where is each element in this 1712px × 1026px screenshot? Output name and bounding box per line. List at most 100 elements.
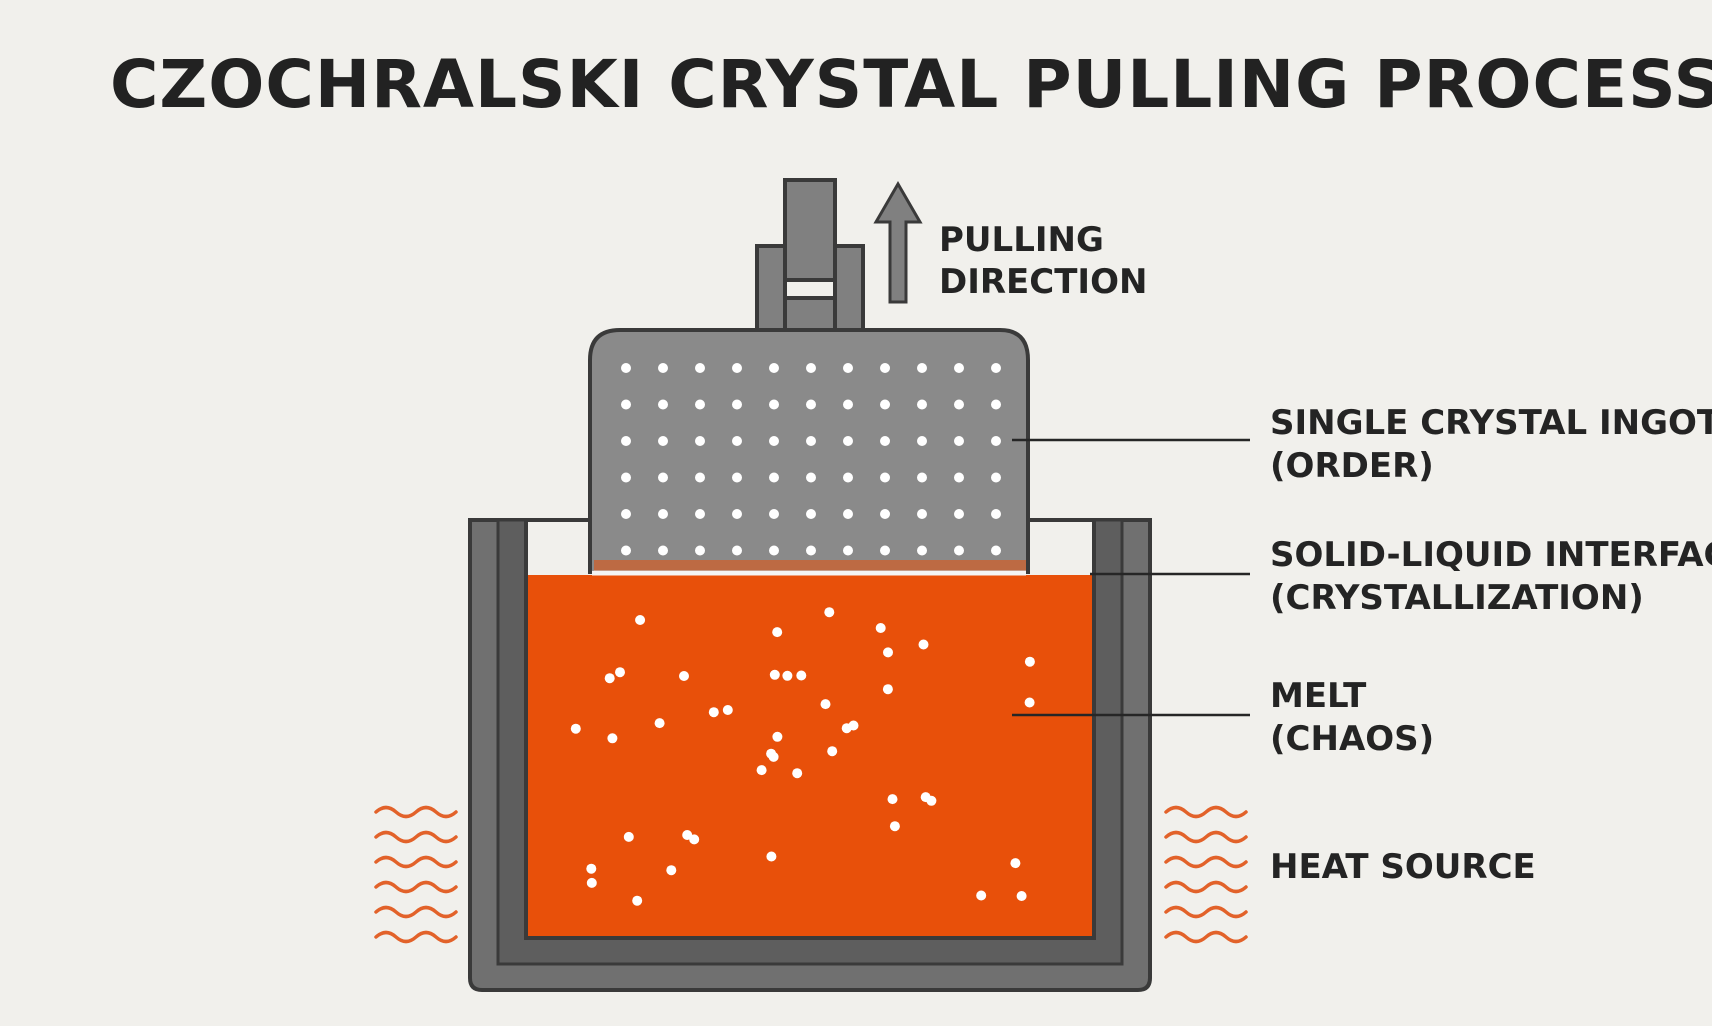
lattice-atom: [732, 472, 742, 483]
ingot-label-2: (ORDER): [1270, 446, 1434, 486]
lattice-atom: [621, 509, 631, 519]
melt-atom: [1024, 656, 1035, 667]
lattice-atom: [954, 436, 964, 446]
lattice-atom: [880, 436, 890, 446]
lattice-atom: [695, 399, 705, 410]
heat-waves-right: [1164, 805, 1248, 944]
lattice-atom: [769, 545, 779, 556]
heat-wave-icon: [374, 930, 458, 944]
heat-waves-left: [374, 805, 458, 944]
lattice-atom: [695, 509, 705, 519]
melt-atom: [682, 830, 693, 840]
lattice-atom: [843, 472, 853, 483]
heat-wave-icon: [374, 805, 458, 819]
lattice-atom: [806, 472, 816, 483]
lattice-atom: [769, 436, 779, 446]
solid-liquid-interface: [592, 560, 1026, 576]
melt-label-1: MELT: [1270, 676, 1367, 716]
lattice-atom: [954, 545, 964, 556]
melt-atom: [792, 768, 803, 779]
melt-atom: [772, 627, 783, 638]
lattice-atom: [917, 436, 927, 446]
melt-atom: [654, 718, 665, 729]
melt-atom: [889, 821, 900, 832]
heat-wave-icon: [1164, 830, 1248, 844]
melt-atom: [918, 639, 929, 650]
melt-atom: [570, 723, 581, 734]
lattice-atom: [917, 363, 927, 373]
melt-atom: [820, 699, 831, 710]
melt-atoms: [570, 607, 1035, 906]
lattice-atom: [991, 436, 1001, 446]
lattice-atom: [806, 509, 816, 519]
melt-atom: [766, 851, 777, 862]
melt-atom: [976, 890, 987, 901]
lattice-atom: [658, 472, 668, 483]
heat-wave-icon: [374, 905, 458, 919]
lattice-atom: [695, 436, 705, 446]
melt-atom: [635, 615, 646, 625]
melt-atom: [679, 671, 689, 681]
lattice-atom: [880, 545, 890, 556]
heat-wave-icon: [374, 880, 458, 894]
melt-atom: [772, 731, 783, 742]
lattice-atom: [732, 545, 742, 556]
melt-atom: [607, 733, 618, 744]
lattice-atom: [880, 363, 890, 373]
lattice-atom: [732, 436, 742, 446]
lattice-atom: [732, 363, 742, 373]
lattice-atom: [843, 363, 853, 373]
pulling-arrow-icon: [873, 181, 923, 304]
lattice-atom: [621, 545, 631, 556]
lattice-atom: [806, 545, 816, 556]
lattice-atom: [695, 363, 705, 373]
lattice-atom: [621, 399, 631, 410]
interface-label-2: (CRYSTALLIZATION): [1270, 578, 1644, 618]
melt-atom: [604, 673, 615, 684]
melt-atom: [615, 667, 625, 678]
lattice-atom: [658, 509, 668, 519]
heat-wave-icon: [1164, 855, 1248, 869]
melt-atom: [827, 746, 838, 757]
lattice-atom: [954, 509, 964, 519]
melt-atom: [623, 831, 634, 842]
melt-atom: [722, 705, 733, 715]
heat-source-label: HEAT SOURCE: [1270, 847, 1536, 887]
heat-wave-icon: [1164, 905, 1248, 919]
lattice-atom: [621, 472, 631, 483]
lattice-atom: [991, 472, 1001, 483]
melt: [528, 575, 1092, 936]
pull-rod: [755, 178, 865, 332]
lattice-atom: [732, 399, 742, 410]
lattice-atom: [991, 545, 1001, 556]
interface-label-1: SOLID-LIQUID INTERFACE: [1270, 535, 1712, 575]
lattice-atom: [806, 363, 816, 373]
lattice-atom: [769, 363, 779, 373]
melt-atom: [756, 765, 767, 776]
crystal-lattice: [621, 363, 1001, 556]
lattice-atom: [843, 436, 853, 446]
lattice-atom: [769, 509, 779, 519]
lattice-atom: [991, 399, 1001, 410]
lattice-atom: [880, 472, 890, 483]
melt-label-2: (CHAOS): [1270, 719, 1434, 759]
melt-atom: [666, 865, 677, 876]
lattice-atom: [658, 399, 668, 410]
lattice-atom: [843, 509, 853, 519]
heat-wave-icon: [374, 855, 458, 869]
pulling-direction-label-2: DIRECTION: [939, 262, 1147, 302]
melt-atom: [586, 863, 597, 874]
lattice-atom: [954, 399, 964, 410]
lattice-atom: [954, 472, 964, 483]
melt-atom: [1024, 697, 1035, 708]
lattice-atom: [769, 399, 779, 410]
lattice-atom: [732, 509, 742, 519]
lattice-atom: [991, 363, 1001, 373]
lattice-atom: [843, 399, 853, 410]
lattice-atom: [880, 399, 890, 410]
melt-atom: [887, 794, 898, 805]
lattice-atom: [991, 509, 1001, 519]
lattice-atom: [917, 545, 927, 556]
crystal-ingot: [588, 328, 1030, 574]
